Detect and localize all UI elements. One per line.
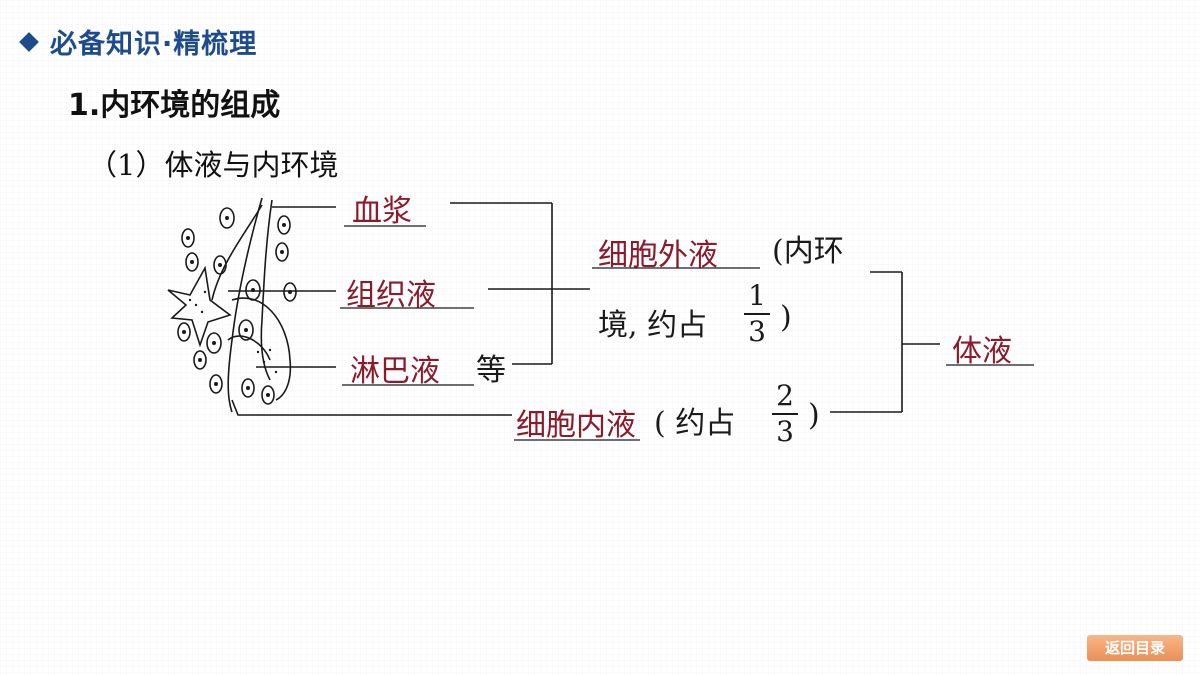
ecf-note-line2: 境, 约占 bbox=[598, 308, 708, 343]
icf-fraction-numerator: 2 bbox=[776, 379, 794, 412]
section-subtitle: （1）体液与内环境 bbox=[88, 148, 339, 182]
section-title: 1.内环境的组成 bbox=[68, 88, 281, 123]
etc-label: 等 bbox=[476, 353, 506, 388]
plasma-label: 血浆 bbox=[352, 194, 412, 229]
intracellular-fluid-label: 细胞内液 bbox=[516, 408, 636, 443]
ecf-fraction: 1 3 bbox=[744, 281, 770, 347]
header-title: 必备知识·精梳理 bbox=[50, 29, 258, 60]
lymph-label: 淋巴液 bbox=[350, 354, 440, 389]
answer-underlines bbox=[340, 225, 1034, 441]
cell-illustration bbox=[167, 197, 297, 413]
back-to-contents-button[interactable]: 返回目录 bbox=[1087, 635, 1183, 661]
icf-fraction: 2 3 bbox=[772, 381, 798, 447]
icf-close-paren: ) bbox=[808, 398, 820, 433]
ecf-close-paren: ) bbox=[780, 300, 792, 335]
slide-header: 必备知识·精梳理 bbox=[19, 22, 258, 61]
ecf-note-line1: (内环 bbox=[772, 234, 844, 269]
icf-note: ( 约占 bbox=[654, 406, 736, 441]
icf-fraction-denominator: 3 bbox=[776, 415, 794, 448]
fraction-bar bbox=[744, 313, 770, 315]
fraction-bar bbox=[772, 413, 798, 415]
ecf-fraction-denominator: 3 bbox=[748, 315, 766, 348]
extracellular-fluid-label: 细胞外液 bbox=[598, 238, 718, 273]
connector-lines bbox=[228, 202, 940, 416]
body-fluid-label: 体液 bbox=[952, 334, 1012, 369]
tissue-fluid-label: 组织液 bbox=[346, 278, 436, 313]
ecf-fraction-numerator: 1 bbox=[748, 279, 766, 312]
